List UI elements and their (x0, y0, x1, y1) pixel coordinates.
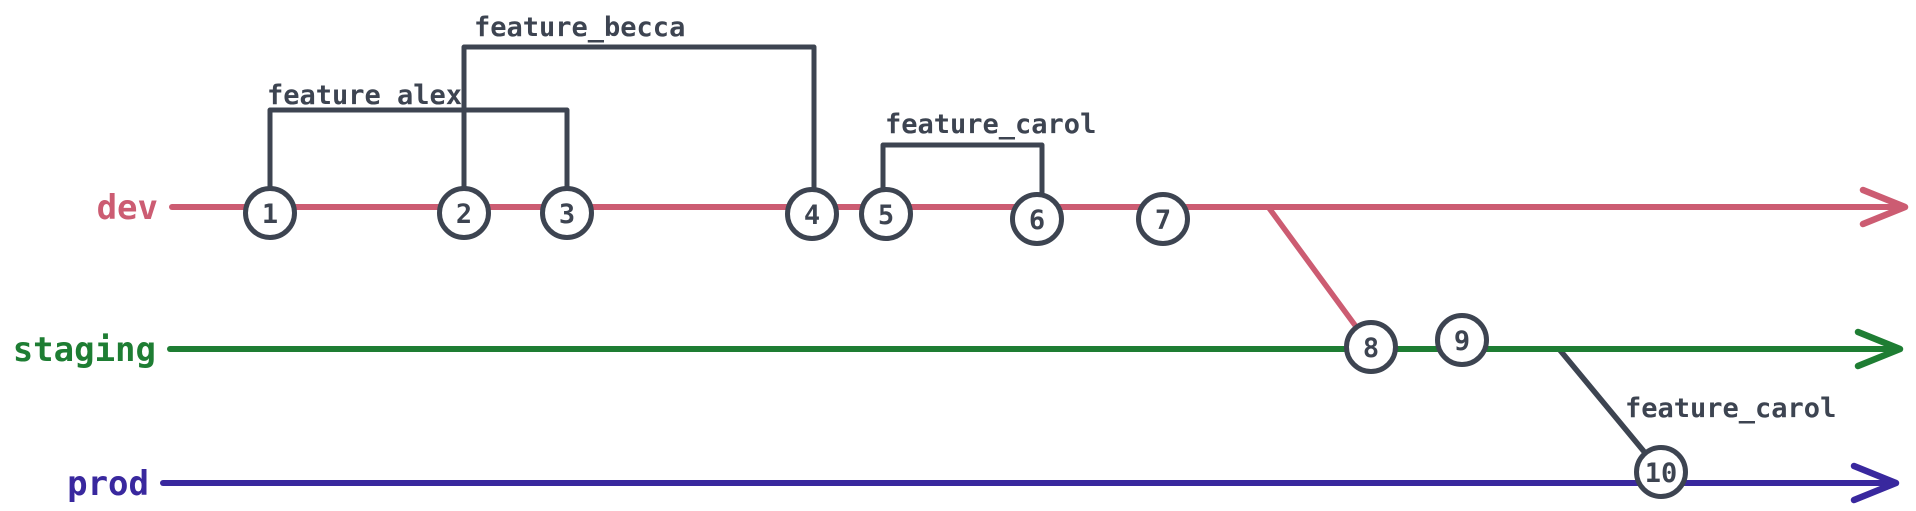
feature-branch-label: feature_becca (474, 12, 685, 43)
commit-number: 3 (559, 199, 575, 230)
arrow-right-icon-staging (1854, 328, 1904, 370)
merge-branch-label: feature_carol (1625, 393, 1836, 424)
merge-edge-0 (1266, 205, 1374, 350)
feature-branch-label: feature_carol (885, 109, 1096, 140)
feature-bracket-feature_becca (461, 44, 817, 216)
commit-node-6 (1010, 192, 1064, 246)
commit-number: 1 (262, 199, 278, 230)
commit-number: 2 (456, 199, 472, 230)
commit-node-4 (785, 187, 839, 241)
commit-node-3 (540, 186, 594, 240)
branch-label-prod: prod (67, 464, 149, 504)
commit-number: 8 (1363, 333, 1379, 364)
commit-node-9 (1435, 313, 1489, 367)
commit-number: 7 (1155, 205, 1171, 236)
commit-node-7 (1136, 192, 1190, 246)
commit-node-8 (1344, 320, 1398, 374)
commit-node-5 (859, 187, 913, 241)
arrow-right-icon-prod (1850, 462, 1900, 504)
feature-bracket-feature_carol (880, 142, 1045, 218)
feature-branch-label: feature_alex (267, 80, 462, 111)
arrow-right-icon-dev (1859, 186, 1909, 228)
commit-number: 5 (878, 200, 894, 231)
commit-number: 6 (1029, 205, 1045, 236)
feature-bracket-feature_alex (267, 107, 570, 216)
branch-label-dev: dev (97, 188, 158, 228)
commit-node-10 (1634, 445, 1688, 499)
commit-number: 4 (804, 200, 820, 231)
commit-node-2 (437, 186, 491, 240)
commit-number: 10 (1645, 458, 1678, 489)
commit-number: 9 (1454, 326, 1470, 357)
branch-label-staging: staging (13, 330, 156, 370)
commit-node-1 (243, 186, 297, 240)
